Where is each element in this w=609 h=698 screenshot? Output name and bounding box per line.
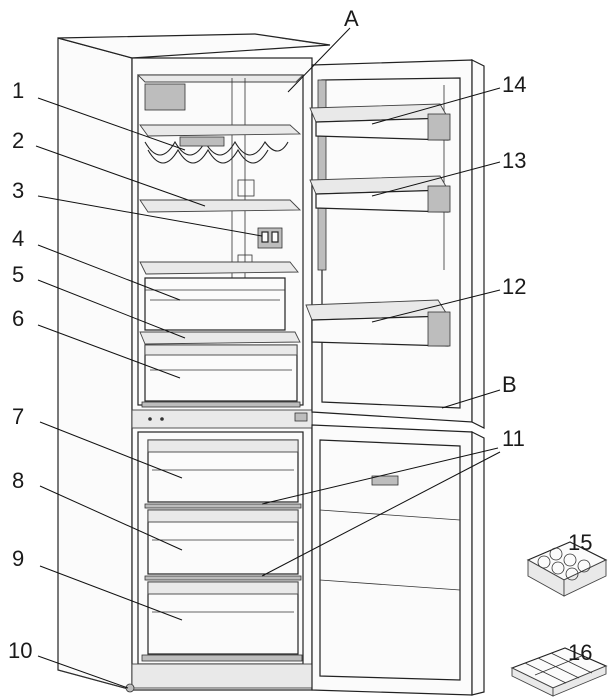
label-1: 1	[12, 78, 24, 103]
crisper-drawer-upper	[144, 277, 286, 331]
label-10: 10	[8, 638, 32, 663]
label-A: A	[344, 6, 359, 31]
ice-tray	[510, 647, 608, 697]
leader-11b	[261, 451, 501, 577]
freezer-door	[311, 424, 485, 696]
leader-4	[37, 244, 181, 301]
label-11: 11	[502, 426, 525, 451]
freezer-drawer-3	[147, 581, 299, 655]
leader-13	[371, 161, 501, 197]
callout-labels: 1 2 3 4 5 6 7 8 9 10 A B 11 12 13 14 15 …	[8, 6, 592, 665]
leader-2	[35, 145, 206, 207]
door-balcony-bottom	[305, 299, 451, 347]
leader-lines	[35, 27, 501, 689]
door-balcony-top	[309, 103, 451, 141]
label-6: 6	[12, 306, 24, 331]
leader-B	[441, 389, 501, 409]
label-B: B	[502, 372, 517, 397]
freezer-drawer-2	[147, 509, 299, 575]
glass-shelf-middle	[139, 199, 302, 213]
leader-3	[37, 195, 263, 237]
leader-6	[37, 324, 181, 379]
freezer-drawer-1	[147, 439, 299, 503]
label-15: 15	[568, 530, 592, 555]
door-balcony-middle	[309, 175, 451, 213]
label-7: 7	[12, 404, 24, 429]
label-2: 2	[12, 128, 24, 153]
label-5: 5	[12, 262, 24, 287]
crisper-cover	[139, 331, 301, 345]
leader-9	[39, 565, 183, 621]
leader-7	[39, 421, 183, 479]
label-8: 8	[12, 468, 24, 493]
fridge-door	[305, 59, 485, 429]
leader-8	[39, 485, 183, 551]
label-12: 12	[502, 274, 526, 299]
crisper-drawer-lower	[144, 344, 298, 402]
leader-A	[287, 27, 351, 93]
leader-5	[37, 279, 186, 339]
label-14: 14	[502, 72, 526, 97]
egg-tray	[526, 541, 608, 597]
leader-14	[371, 87, 501, 125]
freezer-interior	[141, 439, 303, 662]
leader-11a	[261, 447, 499, 505]
label-3: 3	[12, 178, 24, 203]
leader-12	[371, 289, 501, 323]
leader-10	[37, 655, 129, 689]
label-13: 13	[502, 148, 526, 173]
label-16: 16	[568, 640, 592, 665]
fridge-interior	[139, 124, 302, 408]
leader-1	[37, 97, 186, 151]
glass-shelf-top	[139, 124, 302, 137]
label-4: 4	[12, 226, 24, 251]
label-9: 9	[12, 546, 24, 571]
